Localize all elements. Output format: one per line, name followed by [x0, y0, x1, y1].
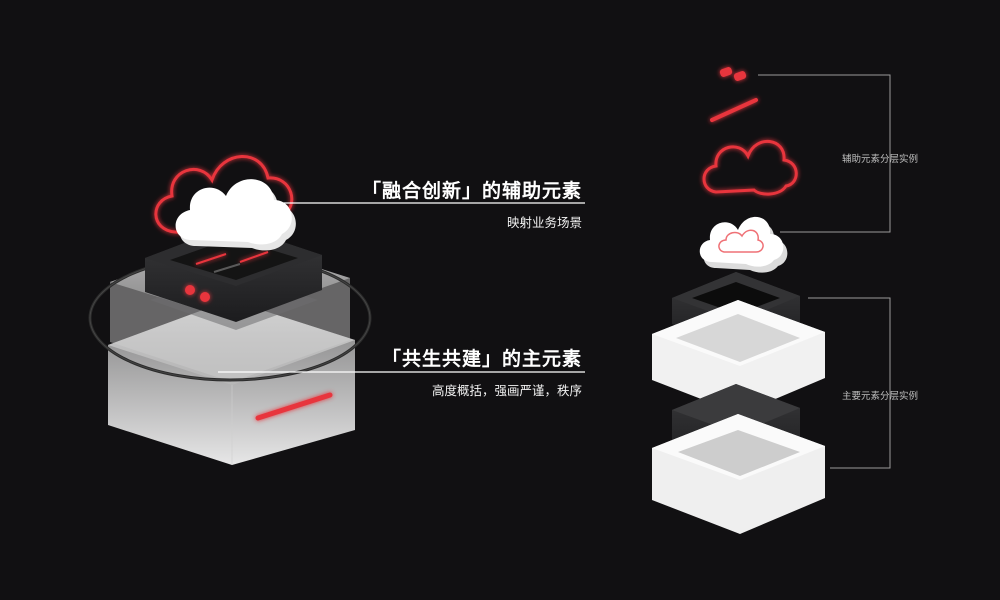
- auxiliary-layers-bracket: [758, 74, 891, 233]
- auxiliary-elements-subtitle: 映射业务场景: [506, 215, 582, 230]
- red-light-bar-bottom: [255, 392, 333, 421]
- auxiliary-layers-label: 辅助元素分层实例: [842, 154, 919, 165]
- bottom-glass-base: [108, 300, 355, 465]
- main-elements-title: 「共生共建」的主元素: [381, 348, 582, 370]
- red-cloud-outline-layer: [702, 139, 798, 196]
- white-glass-layer-2: [652, 414, 825, 534]
- red-indicator-light: [200, 292, 210, 302]
- main-layers-label: 主要元素分层实例: [842, 391, 919, 402]
- red-dots-element: [719, 67, 747, 81]
- main-layers-bracket: [808, 297, 891, 469]
- main-elements-subtitle: 高度概括，强画严谨，秩序: [431, 383, 582, 398]
- red-line-element: [710, 98, 758, 122]
- composite-stack-illustration: [88, 155, 372, 465]
- white-cloud-layer: [699, 216, 788, 273]
- white-cloud-icon: [175, 179, 296, 251]
- exploded-layers-illustration: [652, 67, 891, 534]
- auxiliary-elements-title: 「融合创新」的辅助元素: [361, 180, 582, 202]
- red-indicator-light: [185, 285, 195, 295]
- white-glass-layer-1: [652, 300, 825, 414]
